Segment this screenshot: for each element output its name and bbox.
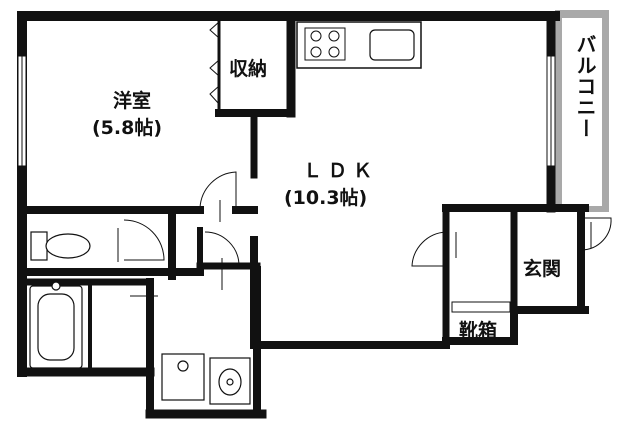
room-area-ldk: (10.3帖): [284, 187, 368, 209]
room-label-yoshitsu: 洋室: [113, 90, 152, 112]
kitchen-counter: [296, 21, 422, 69]
balcony-area: [555, 10, 609, 212]
shoe-box: [451, 301, 511, 313]
room-label-kutsubako: 靴箱: [459, 320, 498, 342]
room-label-shuno: 収納: [229, 58, 268, 80]
room-label-genkan: 玄関: [523, 258, 562, 280]
washroom-fixtures: [161, 353, 251, 405]
closet-doors: [209, 21, 220, 105]
room-label-balcony: バルコニー: [573, 34, 597, 139]
windows: [17, 55, 556, 167]
walls: [17, 11, 589, 419]
room-label-ldk: ＬＤＫ: [303, 160, 379, 182]
room-area-yoshitsu: (5.8帖): [92, 117, 163, 139]
bathtub: [29, 281, 83, 369]
door-swings: [117, 171, 612, 318]
toilet: [30, 231, 91, 261]
